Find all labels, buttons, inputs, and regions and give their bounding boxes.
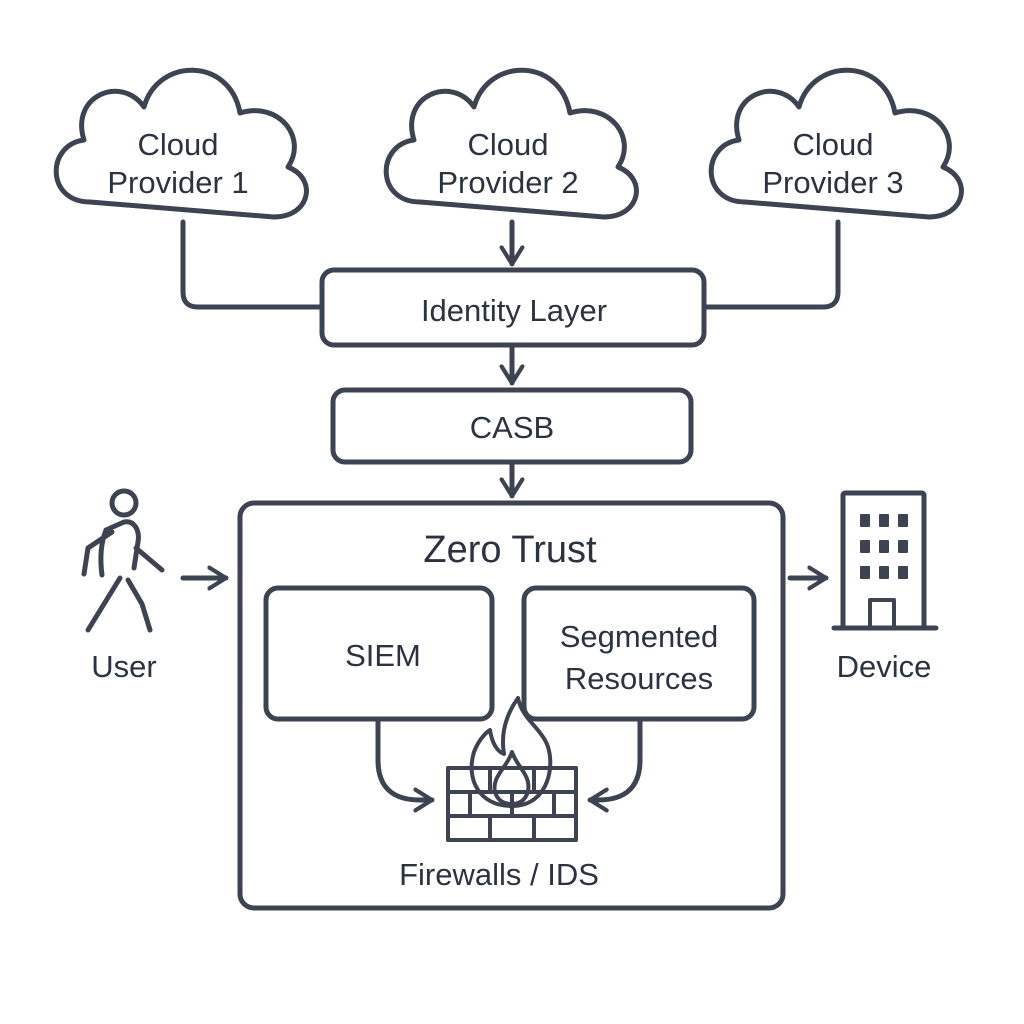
connector-cloud3-identity	[701, 219, 841, 310]
walking-person-icon	[81, 488, 165, 633]
cloud-provider-1: Cloud Provider 1	[56, 70, 306, 217]
siem-label: SIEM	[345, 638, 421, 673]
building-windows	[860, 514, 908, 579]
device-label: Device	[837, 649, 932, 684]
cloud-provider-1-line2: Provider 1	[107, 165, 248, 200]
arrow-segmented-firewall	[587, 718, 643, 813]
cloud-provider-2: Cloud Provider 2	[386, 70, 636, 217]
segmented-resources-line2: Resources	[565, 661, 713, 696]
firewall-icon	[446, 696, 578, 842]
building-icon	[831, 490, 939, 631]
siem-box: SIEM	[263, 585, 495, 722]
casb-label: CASB	[470, 410, 554, 445]
zero-trust-container: Zero Trust	[237, 500, 786, 911]
segmented-resources-line1: Segmented	[560, 619, 719, 654]
identity-layer-box: Identity Layer	[319, 267, 707, 348]
cloud-provider-1-line1: Cloud	[138, 127, 219, 162]
cloud-provider-2-line1: Cloud	[468, 127, 549, 162]
identity-layer-label: Identity Layer	[421, 293, 607, 328]
connector-cloud1-identity	[180, 219, 325, 310]
cloud-provider-2-line2: Provider 2	[437, 165, 578, 200]
firewalls-ids-label: Firewalls / IDS	[399, 857, 599, 892]
cloud-provider-3-line2: Provider 3	[762, 165, 903, 200]
cloud-provider-3: Cloud Provider 3	[711, 70, 961, 217]
casb-box: CASB	[330, 387, 694, 465]
arrow-siem-firewall	[375, 718, 435, 813]
user-label: User	[91, 649, 156, 684]
cloud-provider-3-line1: Cloud	[793, 127, 874, 162]
segmented-resources-box: Segmented Resources	[521, 585, 757, 722]
zero-trust-title: Zero Trust	[423, 529, 597, 571]
